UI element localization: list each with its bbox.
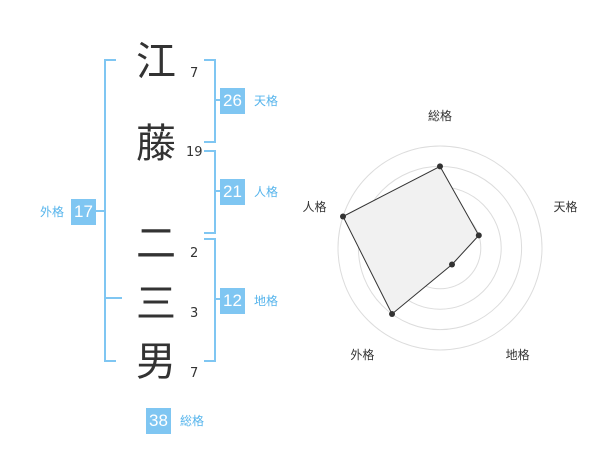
gaikaku-label: 外格 bbox=[40, 205, 65, 219]
radar-axis-label-2: 天格 bbox=[554, 199, 578, 214]
name-char-2: 藤 bbox=[136, 121, 176, 167]
bracket-chikaku-tick bbox=[214, 298, 222, 300]
stroke-count-1: 7 bbox=[190, 66, 199, 81]
stroke-count-3: 2 bbox=[190, 246, 199, 261]
radar-point-4 bbox=[389, 311, 396, 318]
bracket-jinkaku bbox=[204, 150, 216, 234]
stroke-count-2: 19 bbox=[186, 145, 203, 160]
bracket-chikaku bbox=[204, 238, 216, 362]
tenkaku-value: 26 bbox=[220, 88, 245, 114]
name-char-4: 三 bbox=[136, 281, 176, 327]
bracket-jinkaku-tick bbox=[214, 190, 222, 192]
chikaku-value: 12 bbox=[220, 288, 245, 314]
gaikaku-value: 17 bbox=[71, 199, 96, 225]
name-char-1: 江 bbox=[136, 39, 176, 85]
bracket-tenkaku bbox=[204, 59, 216, 143]
bracket-gaikaku-tick bbox=[96, 210, 104, 212]
bracket-gaikaku-inner-tick bbox=[106, 297, 122, 299]
stroke-count-4: 3 bbox=[190, 306, 199, 321]
radar-polygon bbox=[342, 165, 480, 315]
radar-ring-5 bbox=[337, 145, 543, 351]
bracket-gaikaku bbox=[104, 59, 116, 362]
radar-axis-label-4: 外格 bbox=[350, 347, 374, 362]
radar-axis-label-1: 総格 bbox=[428, 108, 452, 123]
jinkaku-label: 人格 bbox=[254, 185, 279, 199]
stroke-count-5: 7 bbox=[190, 366, 199, 381]
chikaku-label: 地格 bbox=[254, 294, 279, 308]
radar-point-1 bbox=[437, 163, 443, 170]
radar-point-3 bbox=[448, 261, 455, 268]
soukaku-label: 総格 bbox=[180, 414, 205, 428]
name-char-3: 二 bbox=[136, 221, 176, 267]
radar-axis-label-5: 人格 bbox=[302, 199, 326, 214]
soukaku-value: 38 bbox=[146, 408, 171, 434]
tenkaku-label: 天格 bbox=[254, 94, 279, 108]
radar-axis-label-3: 地格 bbox=[506, 347, 530, 362]
radar-point-2 bbox=[475, 232, 482, 239]
radar-point-5 bbox=[339, 213, 346, 220]
name-char-5: 男 bbox=[136, 339, 176, 385]
jinkaku-value: 21 bbox=[220, 179, 245, 205]
bracket-tenkaku-tick bbox=[214, 99, 222, 101]
